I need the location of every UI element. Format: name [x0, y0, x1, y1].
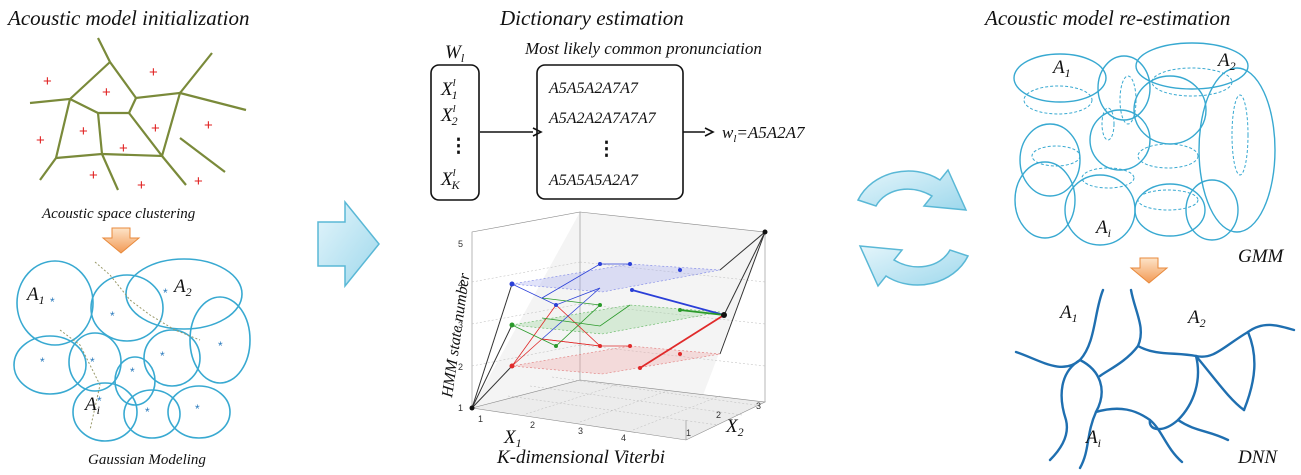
svg-text:2: 2	[458, 362, 463, 372]
common-pron-label: Most likely common pronunciation	[524, 39, 762, 58]
gauss-ai-label: Ai	[83, 394, 100, 417]
gaussian-means: * * * * * * * * * * *	[40, 286, 223, 419]
result-formula: wl=A5A2A7	[722, 123, 806, 145]
right-arrow-icon	[317, 199, 380, 289]
svg-text:+: +	[151, 120, 160, 137]
svg-text:+: +	[137, 177, 146, 194]
pron-item-1: A5A5A2A7A7	[548, 80, 639, 97]
svg-text:3: 3	[756, 401, 761, 411]
boundary-dotted	[59, 261, 201, 431]
dict-title: Dictionary estimation	[499, 6, 684, 30]
svg-text:*: *	[50, 295, 55, 309]
dnn-ai-label: Ai	[1084, 427, 1101, 450]
svg-text:1: 1	[686, 428, 691, 438]
gauss-a1-label: A1	[25, 284, 45, 307]
svg-text:3: 3	[578, 426, 583, 436]
svg-text:+: +	[204, 117, 213, 134]
reest-title: Acoustic model re-estimation	[983, 6, 1230, 30]
svg-text:1: 1	[458, 403, 463, 413]
svg-text:+: +	[119, 140, 128, 157]
svg-text:*: *	[130, 365, 135, 379]
pron-vertical-dots: ⋮	[597, 139, 616, 160]
pron-item-2: A5A2A2A7A7A7	[548, 110, 657, 127]
svg-text:*: *	[160, 349, 165, 363]
clustering-label: Acoustic space clustering	[41, 206, 196, 222]
svg-text:+: +	[194, 173, 203, 190]
svg-text:+: +	[79, 123, 88, 140]
down-arrow-icon	[101, 227, 141, 254]
refresh-cycle-icon	[856, 168, 970, 288]
dnn-label: DNN	[1237, 447, 1278, 468]
cluster-centroids: + + + + + + + + + + +	[36, 64, 213, 194]
svg-text:4: 4	[621, 433, 626, 443]
svg-text:1: 1	[478, 414, 483, 424]
svg-text:*: *	[90, 355, 95, 369]
voronoi-diagram	[29, 37, 247, 191]
gmm-dashed-ellipses	[1023, 67, 1249, 211]
svg-text:*: *	[145, 405, 150, 419]
y-axis-label: HMM state number	[439, 271, 474, 399]
svg-text:4: 4	[458, 279, 463, 289]
dnn-a1-label: A1	[1058, 302, 1078, 325]
svg-text:2: 2	[716, 410, 721, 420]
svg-text:+: +	[89, 167, 98, 184]
svg-text:+: +	[149, 64, 158, 81]
init-title: Acoustic model initialization	[6, 6, 249, 30]
gaussian-label: Gaussian Modeling	[88, 452, 206, 468]
svg-text:+: +	[102, 84, 111, 101]
pronunciation-set-box	[430, 64, 480, 201]
svg-text:*: *	[97, 394, 102, 408]
gmm-label: GMM	[1238, 246, 1285, 267]
pron-item-k: A5A5A5A2A7	[548, 172, 639, 189]
svg-text:*: *	[195, 402, 200, 416]
x-vertical-dots: ⋮	[449, 136, 468, 157]
x2-axis-label: X2	[725, 416, 744, 439]
svg-text:*: *	[218, 339, 223, 353]
svg-text:3: 3	[458, 320, 463, 330]
down-arrow-right-icon	[1129, 257, 1169, 284]
svg-text:2: 2	[530, 420, 535, 430]
svg-text:+: +	[43, 73, 52, 90]
svg-text:*: *	[163, 286, 168, 300]
w-label: Wl	[445, 42, 465, 65]
dnn-boundaries	[1014, 288, 1296, 470]
svg-text:5: 5	[458, 239, 463, 249]
gmm-a1-label: A1	[1051, 57, 1071, 80]
svg-text:+: +	[36, 132, 45, 149]
viterbi-label: K-dimensional Viterbi	[496, 447, 665, 468]
gauss-a2-label: A2	[172, 276, 192, 299]
svg-text:*: *	[40, 355, 45, 369]
svg-text:*: *	[110, 309, 115, 323]
gmm-a2-label: A2	[1216, 50, 1236, 73]
gaussian-ellipses	[13, 258, 251, 442]
viterbi-plot: 1 2 3 4 5 1 2 3 4 1 2 3	[439, 211, 768, 450]
x1-axis-label: X1	[503, 427, 522, 450]
gmm-ai-label: Ai	[1094, 217, 1111, 240]
dnn-a2-label: A2	[1186, 307, 1206, 330]
viterbi-nodes	[469, 229, 768, 411]
